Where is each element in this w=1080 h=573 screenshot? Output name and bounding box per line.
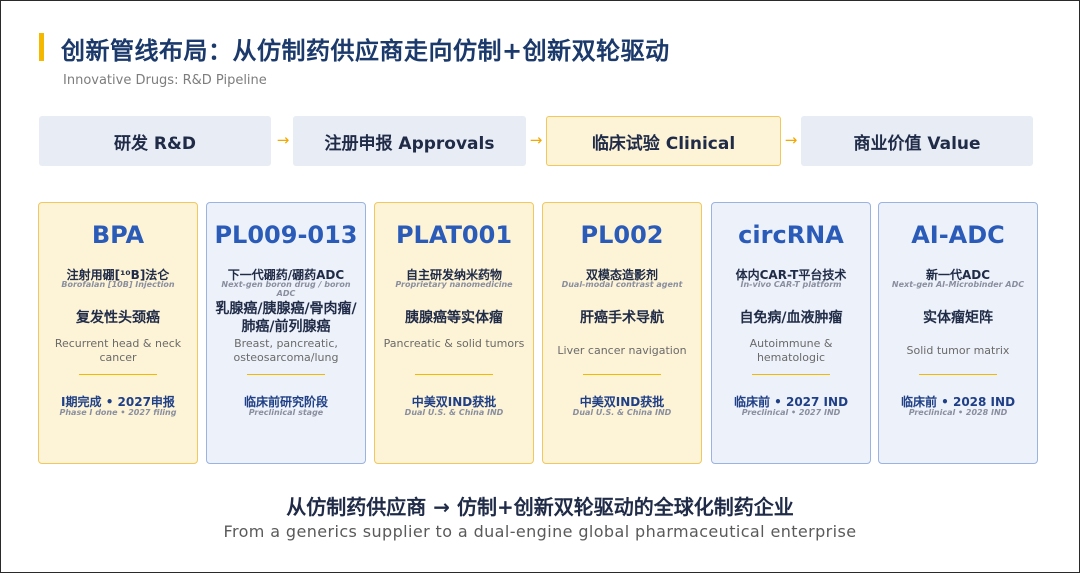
card-status-cn: 中美双IND获批 [579,395,665,409]
pipeline-card-pl009-013: PL009-013 下一代硼药/硼药ADC Next-gen boron dru… [206,202,366,464]
card-drug-en: Proprietary nanomedicine [395,280,513,289]
title-accent-bar [39,33,44,61]
card-name: PLAT001 [395,221,513,249]
card-drug-cn: 双模态造影剂 [585,268,658,282]
card-name: AI-ADC [911,221,1005,249]
card-status-cn: 临床前 • 2028 IND [900,395,1016,409]
card-drug-cn: 自主研发纳米药物 [405,268,502,282]
card-status-en: Dual U.S. & China IND [572,408,672,417]
card-indication-en: Recurrent head & neck cancer [54,337,182,364]
card-divider [247,374,325,375]
footer-tagline-en: From a generics supplier to a dual-engin… [223,522,857,541]
card-divider [583,374,661,375]
card-indication-en: Solid tumor matrix [906,344,1010,357]
card-indication-en: Breast, pancreatic, osteosarcoma/lung [233,337,339,364]
arrow-right-icon: → [529,131,543,149]
card-drug-en: Next-gen AI-Microbinder ADC [891,280,1025,289]
card-indication-en: Autoimmune & hematologic [749,337,833,364]
card-name: circRNA [738,221,844,249]
card-status-cn: 中美双IND获批 [411,395,497,409]
card-divider [752,374,830,375]
pipeline-card-circrna: circRNA 体内CAR-T平台技术 In-vivo CAR-T platfo… [711,202,871,464]
card-drug-cn: 体内CAR-T平台技术 [735,268,847,282]
page-title: 创新管线布局：从仿制药供应商走向仿制+创新双轮驱动 [61,37,670,65]
card-status-cn: I期完成 • 2027申报 [61,395,175,409]
card-indication-cn: 自免病/血液肿瘤 [739,310,843,326]
stage-value: 商业价值 Value [801,116,1033,166]
card-divider [415,374,493,375]
stage-approvals: 注册申报 Approvals [293,116,526,166]
card-indication-cn: 乳腺癌/胰腺癌/骨肉瘤/肺癌/前列腺癌 [215,301,357,335]
card-indication-cn: 肝癌手术导航 [580,310,664,326]
card-status-en: Preclinical stage [248,408,324,417]
card-name: BPA [91,221,145,249]
card-drug-en: In-vivo CAR-T platform [740,280,842,289]
card-status-en: Preclinical • 2028 IND [908,408,1008,417]
arrow-right-icon: → [784,131,798,149]
pipeline-card-pl002: PL002 双模态造影剂 Dual-modal contrast agent 肝… [542,202,702,464]
card-divider [79,374,157,375]
card-drug-cn: 注射用硼[¹⁰B]法仑 [66,268,170,282]
card-status-en: Dual U.S. & China IND [404,408,504,417]
card-drug-cn: 下一代硼药/硼药ADC [227,268,345,282]
arrow-right-icon: → [276,131,290,149]
card-drug-en: Dual-modal contrast agent [561,280,683,289]
pipeline-card-plat001: PLAT001 自主研发纳米药物 Proprietary nanomedicin… [374,202,534,464]
card-status-en: Preclinical • 2027 IND [741,408,841,417]
card-indication-cn: 复发性头颈癌 [76,310,160,326]
card-status-cn: 临床前 • 2027 IND [733,395,849,409]
card-status-cn: 临床前研究阶段 [243,395,328,409]
card-indication-en: Pancreatic & solid tumors [383,337,525,350]
card-indication-cn: 胰腺癌等实体瘤 [405,310,503,326]
card-name: PL002 [580,221,664,249]
card-indication-cn: 实体瘤矩阵 [923,310,993,326]
card-indication-en: Liver cancer navigation [557,344,687,357]
pipeline-card-ai-adc: AI-ADC 新一代ADC Next-gen AI-Microbinder AD… [878,202,1038,464]
card-divider [919,374,997,375]
stage-rnd: 研发 R&D [39,116,271,166]
card-name: PL009-013 [214,221,358,249]
pipeline-card-bpa: BPA 注射用硼[¹⁰B]法仑 Borofalan [10B] Injectio… [38,202,198,464]
card-drug-en: Borofalan [10B] Injection [61,280,175,289]
card-drug-en: Next-gen boron drug / boron ADC [221,280,351,298]
card-drug-cn: 新一代ADC [925,268,991,282]
footer-tagline-cn: 从仿制药供应商 → 仿制+创新双轮驱动的全球化制药企业 [286,495,794,519]
stage-clinical: 临床试验 Clinical [546,116,781,166]
page-subtitle: Innovative Drugs: R&D Pipeline [63,73,267,88]
card-status-en: Phase I done • 2027 filing [59,408,177,417]
